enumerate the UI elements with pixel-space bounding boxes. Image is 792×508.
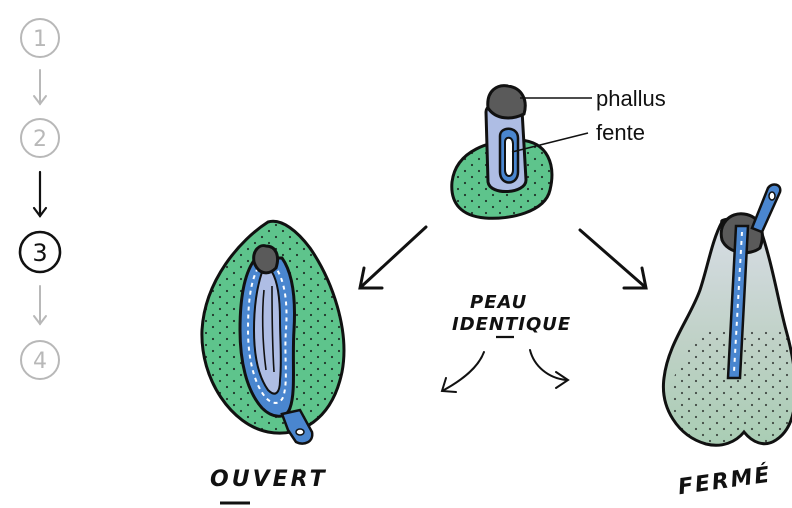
step-1-label: 1 xyxy=(33,27,47,52)
top-figure xyxy=(452,86,552,219)
label-ferme: FERMÉ xyxy=(676,462,773,501)
step-1[interactable]: 1 xyxy=(21,19,59,57)
label-peau-line1: PEAU xyxy=(470,292,527,313)
label-ouvert: OUVERT xyxy=(210,467,328,492)
top-phallus-tip xyxy=(488,86,525,118)
small-arrow-left xyxy=(442,352,484,392)
label-fente: fente xyxy=(596,120,645,145)
step-4-label: 4 xyxy=(33,349,47,374)
open-phallus-tip xyxy=(254,246,278,273)
step-arrow-1 xyxy=(34,70,46,104)
closed-figure xyxy=(663,185,792,446)
step-2[interactable]: 2 xyxy=(21,119,59,157)
step-2-label: 2 xyxy=(33,127,47,152)
step-4[interactable]: 4 xyxy=(21,341,59,379)
label-peau-line2: IDENTIQUE xyxy=(452,314,571,335)
closed-zipper-pull xyxy=(752,185,780,232)
step-3-label: 3 xyxy=(32,239,47,267)
small-arrow-right xyxy=(530,350,568,388)
open-figure xyxy=(202,221,344,443)
arrow-to-open xyxy=(360,227,426,288)
step-arrow-2 xyxy=(34,172,46,216)
arrow-to-closed xyxy=(580,230,646,288)
label-phallus: phallus xyxy=(596,86,666,111)
step-indicator: 1 2 3 4 xyxy=(20,19,60,379)
step-arrow-3 xyxy=(34,286,46,324)
step-3-current[interactable]: 3 xyxy=(20,232,60,272)
